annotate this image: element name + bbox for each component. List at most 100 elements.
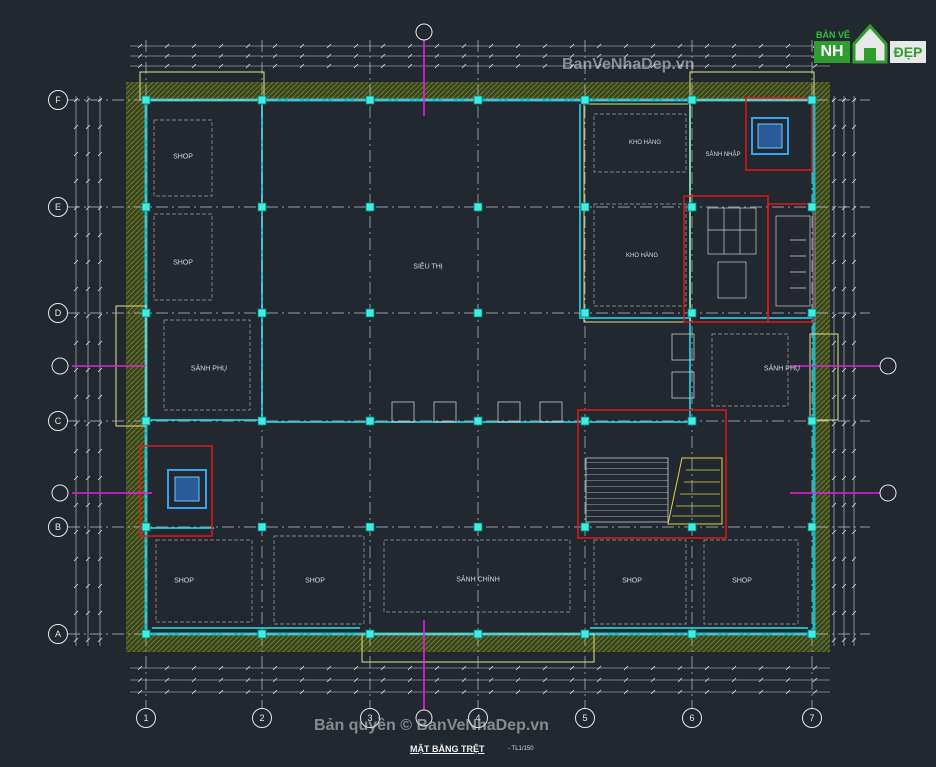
dimension-tick [851,610,857,616]
room-label-sanh-nhap: SẢNH NHẬP [705,152,741,158]
dimension-tick [97,178,103,184]
dimension-tick [218,665,224,671]
dimension-tick [434,677,440,683]
grid-axis-col-2: 2 [252,708,272,728]
dimension-tick [831,583,837,589]
dimension-tick [851,340,857,346]
dimension-tick [851,205,857,211]
dimension-tick [73,637,79,643]
highlight-zones [139,97,815,539]
column [473,202,483,212]
dimension-tick [650,63,656,69]
dimension-tick [137,677,143,683]
dimension-tick [542,53,548,59]
dimension-tick [812,665,818,671]
column [580,522,590,532]
column [257,308,267,318]
dimension-tick [851,151,857,157]
dimension-tick [407,43,413,49]
dimension-tick [569,53,575,59]
dimension-tick [841,448,847,454]
dimension-tick [353,53,359,59]
dimension-tick [704,689,710,695]
dimension-tick [831,259,837,265]
grid-axis-col-7: 7 [802,708,822,728]
dimension-tick [73,340,79,346]
room-label-shop: SHOP [173,153,193,161]
dimension-tick [245,63,251,69]
dimension-tick [218,677,224,683]
dimension-tick [137,689,143,695]
dimension-tick [97,124,103,130]
dimension-tick [218,53,224,59]
dimension-tick [831,529,837,535]
dimension-tick [272,43,278,49]
dimension-tick [97,610,103,616]
column [257,522,267,532]
dimension-lines [75,45,855,693]
dimension-tick [191,63,197,69]
dimension-tick [380,53,386,59]
dimension-tick [137,63,143,69]
main-staircase [585,457,723,525]
grid-axis-row-a: A [48,624,68,644]
dimension-tick [488,43,494,49]
dimension-tick [218,43,224,49]
dimension-tick [326,63,332,69]
room-label-sanh-phu: SẢNH PHỤ [190,365,228,373]
dimension-tick [515,689,521,695]
dimension-tick [85,610,91,616]
dimension-tick [650,665,656,671]
dimension-tick [841,475,847,481]
dimension-tick [164,677,170,683]
dimension-tick [326,689,332,695]
dimension-tick [73,610,79,616]
dimension-tick [831,448,837,454]
dimension-tick [851,556,857,562]
dimension-tick [569,43,575,49]
dimension-tick [596,689,602,695]
dimension-tick [704,665,710,671]
dimension-tick [380,677,386,683]
dimension-tick [407,53,413,59]
dimension-tick [515,677,521,683]
grid-axis-row-c: C [48,411,68,431]
dimension-tick [73,475,79,481]
dimension-tick [704,43,710,49]
column [687,202,697,212]
dimension-tick [488,689,494,695]
dimension-tick [326,53,332,59]
dimension-tick [326,43,332,49]
dimension-tick [812,63,818,69]
dimension-tick [85,475,91,481]
dimension-tick [137,43,143,49]
dimension-tick [542,677,548,683]
dimension-tick [542,43,548,49]
dimension-tick [812,677,818,683]
watermark-top: BanVeNhaDep.vn [562,56,695,73]
dimension-tick [542,665,548,671]
dimension-tick [380,689,386,695]
dimension-tick [299,665,305,671]
dimension-tick [73,367,79,373]
dimension-tick [97,232,103,238]
elevator-right [751,117,789,155]
dimension-tick [407,63,413,69]
column [580,308,590,318]
column [141,416,151,426]
dimension-tick [97,475,103,481]
dimension-tick [841,610,847,616]
dimension-tick [831,340,837,346]
column [807,629,817,639]
dimension-tick [831,313,837,319]
dimension-tick [85,259,91,265]
dimension-tick [851,394,857,400]
dimension-tick [73,394,79,400]
dimension-tick [353,63,359,69]
column [807,522,817,532]
column [141,522,151,532]
dimension-tick [407,677,413,683]
dimension-tick [841,502,847,508]
dimension-tick [758,677,764,683]
